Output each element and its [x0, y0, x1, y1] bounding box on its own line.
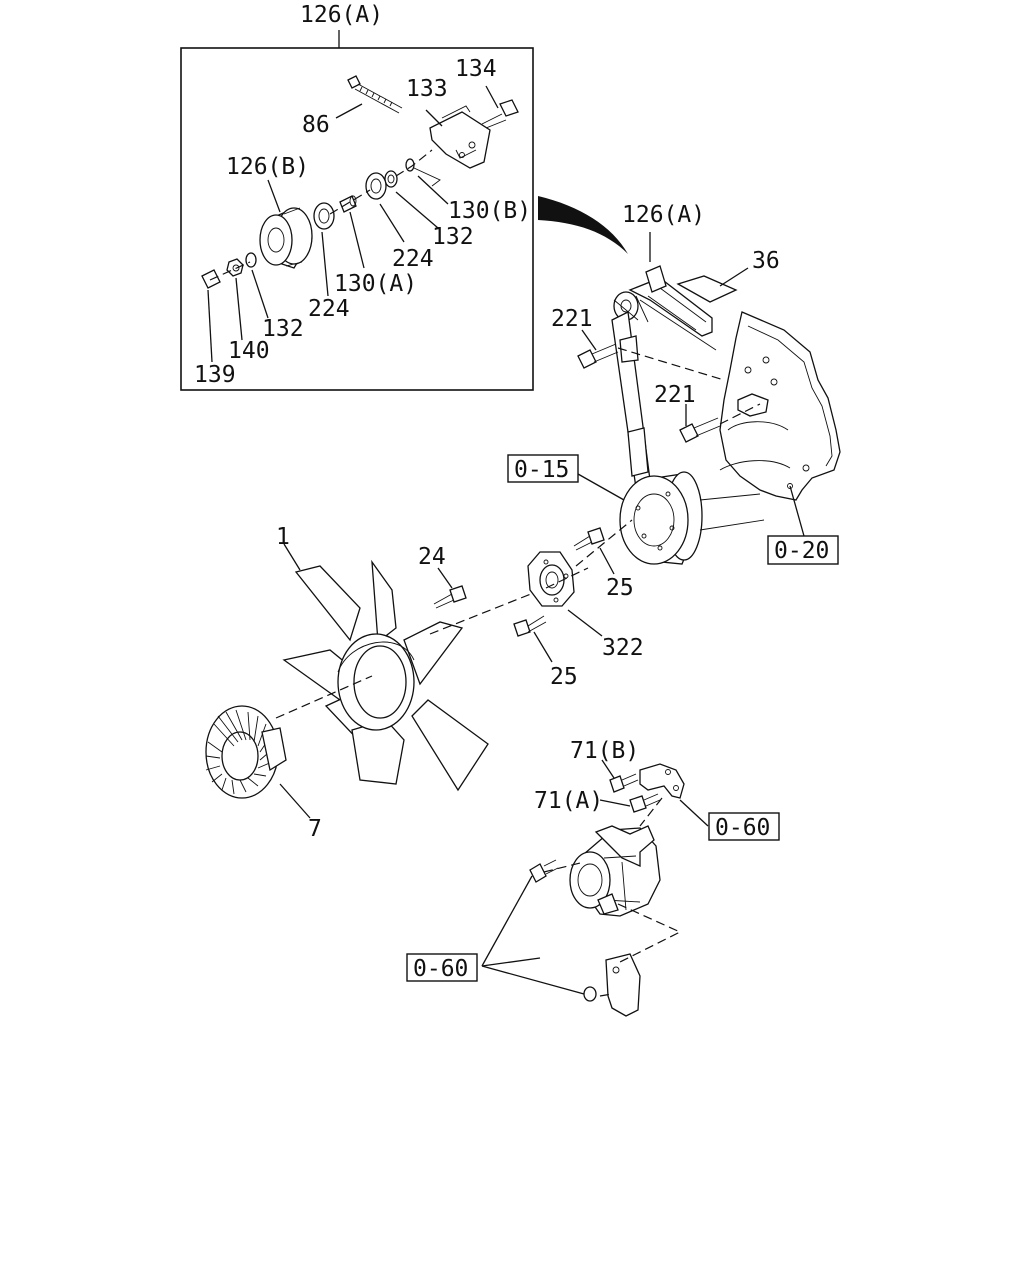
nut-140 — [226, 258, 244, 277]
bracket-133 — [429, 105, 491, 169]
bolt-134 — [481, 99, 519, 129]
bolt-71a — [629, 793, 661, 813]
bolt-86 — [347, 75, 403, 114]
cooling-fan-1 — [282, 559, 489, 792]
bolt-71b — [609, 773, 639, 793]
inset-pointer — [538, 196, 628, 254]
seal-132-lower — [245, 252, 257, 268]
alternator-upper-bracket — [639, 763, 685, 799]
bearing-224-upper — [365, 172, 387, 200]
timing-cover — [719, 311, 841, 501]
front-cover-assembly: 126(A) 36 221 221 — [551, 202, 841, 565]
alternator — [569, 825, 661, 917]
alternator-assembly: 71(B) 71(A) — [481, 738, 709, 1017]
ref-0-60-lower-label: 0-60 — [413, 956, 468, 982]
ref-0-60-upper-label: 0-60 — [715, 815, 770, 841]
seal-132-upper — [384, 170, 398, 188]
ref-0-15-label: 0-15 — [514, 457, 569, 483]
fan-clutch-7 — [205, 705, 287, 799]
label-130a: 130(A) — [334, 271, 417, 297]
label-139: 139 — [194, 362, 236, 388]
label-1: 1 — [276, 524, 290, 550]
inset-idler-assembly: 126(A) 86 133 134 126(B) 130(B) 132 224 … — [180, 2, 534, 391]
label-221-upper: 221 — [551, 306, 593, 332]
alternator-lower-bracket — [605, 953, 641, 1017]
bolt-25-upper — [573, 527, 605, 551]
label-322: 322 — [602, 635, 644, 661]
spacer-130a — [339, 195, 357, 213]
fan-pulley-322 — [527, 551, 575, 607]
label-71b: 71(B) — [570, 738, 639, 764]
ref-0-15[interactable]: 0-15 — [507, 454, 579, 483]
tensioner-pulley — [613, 291, 649, 323]
bolt-221-upper — [577, 343, 619, 369]
label-224-upper: 224 — [392, 246, 434, 272]
label-134: 134 — [455, 56, 497, 82]
label-25-upper: 25 — [606, 575, 634, 601]
idler-pulley-126b — [259, 207, 313, 269]
label-7: 7 — [308, 816, 322, 842]
ref-0-60-lower[interactable]: 0-60 — [406, 953, 478, 982]
bolt-221-lower — [679, 417, 721, 443]
ref-0-20[interactable]: 0-20 — [767, 535, 839, 565]
bearing-224-lower — [313, 202, 335, 230]
bolt-24 — [433, 585, 467, 609]
label-71a: 71(A) — [534, 788, 603, 814]
label-36: 36 — [752, 248, 780, 274]
label-130b: 130(B) — [448, 198, 531, 224]
label-24: 24 — [418, 544, 446, 570]
label-132-lower: 132 — [262, 316, 304, 342]
inset-title-label: 126(A) — [300, 2, 383, 28]
label-25-lower: 25 — [550, 664, 578, 690]
drive-belt — [611, 299, 717, 490]
label-126b: 126(B) — [226, 154, 309, 180]
label-221-lower: 221 — [654, 382, 696, 408]
tensioner-bracket-36 — [628, 265, 738, 337]
bolt-25-lower — [513, 615, 547, 637]
crankshaft-pulley — [619, 471, 765, 565]
label-140: 140 — [228, 338, 270, 364]
label-86: 86 — [302, 112, 330, 138]
ref-0-20-label: 0-20 — [774, 538, 829, 564]
ref-0-60-upper[interactable]: 0-60 — [708, 812, 780, 841]
label-132-upper: 132 — [432, 224, 474, 250]
label-133: 133 — [406, 76, 448, 102]
label-224-lower: 224 — [308, 296, 350, 322]
label-126a-main: 126(A) — [622, 202, 705, 228]
alternator-bolt — [529, 859, 559, 883]
